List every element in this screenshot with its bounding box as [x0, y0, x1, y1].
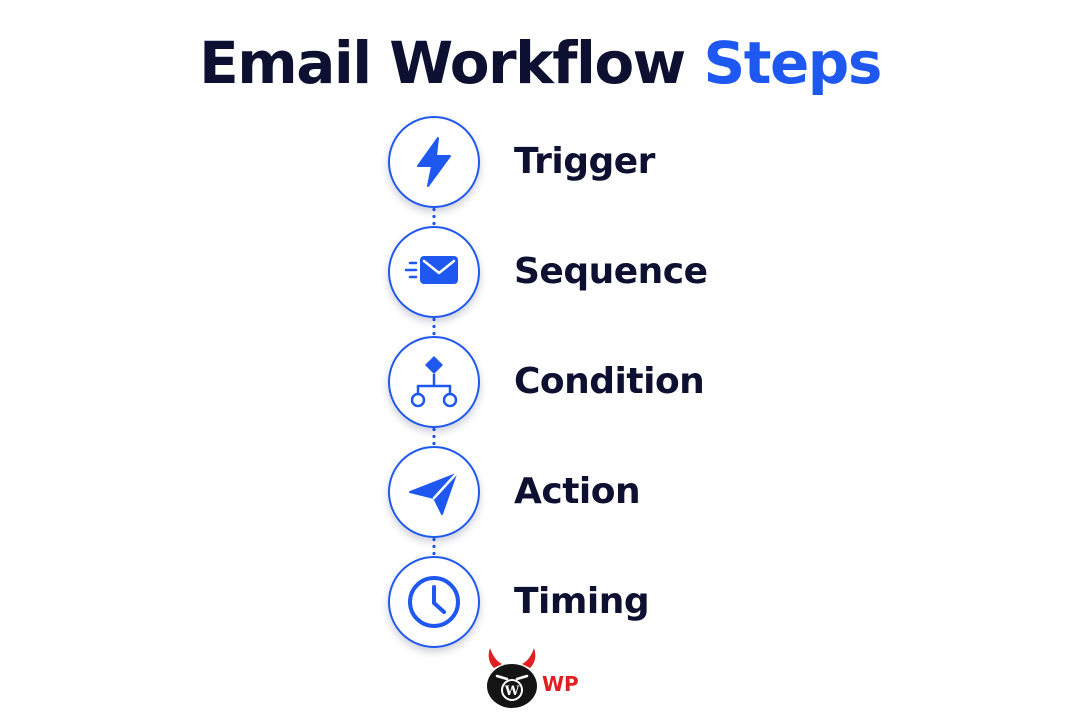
step-action: Action — [388, 446, 788, 538]
brand-text: WP — [542, 672, 579, 696]
step-trigger: Trigger — [388, 116, 788, 208]
step-label: Sequence — [514, 251, 708, 292]
connector-line — [432, 536, 436, 556]
connector-line — [432, 426, 436, 446]
step-timing: Timing — [388, 556, 788, 648]
step-icon-circle — [388, 446, 480, 538]
connector-line — [432, 206, 436, 226]
step-label: Condition — [514, 361, 705, 402]
step-label: Trigger — [514, 141, 655, 182]
step-sequence: Sequence — [388, 226, 788, 318]
devil-logo-icon: W — [487, 648, 537, 708]
svg-text:W: W — [504, 684, 520, 699]
lightning-bolt-icon — [417, 137, 451, 187]
step-icon-circle — [388, 336, 480, 428]
step-label: Timing — [514, 581, 650, 622]
brand-logo: W WP — [482, 646, 592, 710]
page-title: Email Workflow Steps — [0, 28, 1080, 98]
clock-icon — [408, 576, 460, 628]
step-icon-circle — [388, 556, 480, 648]
title-accent: Steps — [703, 29, 882, 97]
paper-plane-icon — [409, 472, 458, 515]
step-icon-circle — [388, 226, 480, 318]
connector-line — [432, 316, 436, 336]
title-main: Email Workflow — [199, 29, 686, 97]
email-envelope-icon — [404, 256, 458, 284]
step-icon-circle — [388, 116, 480, 208]
decision-branch-icon — [410, 356, 458, 408]
step-label: Action — [514, 471, 641, 512]
step-condition: Condition — [388, 336, 788, 428]
